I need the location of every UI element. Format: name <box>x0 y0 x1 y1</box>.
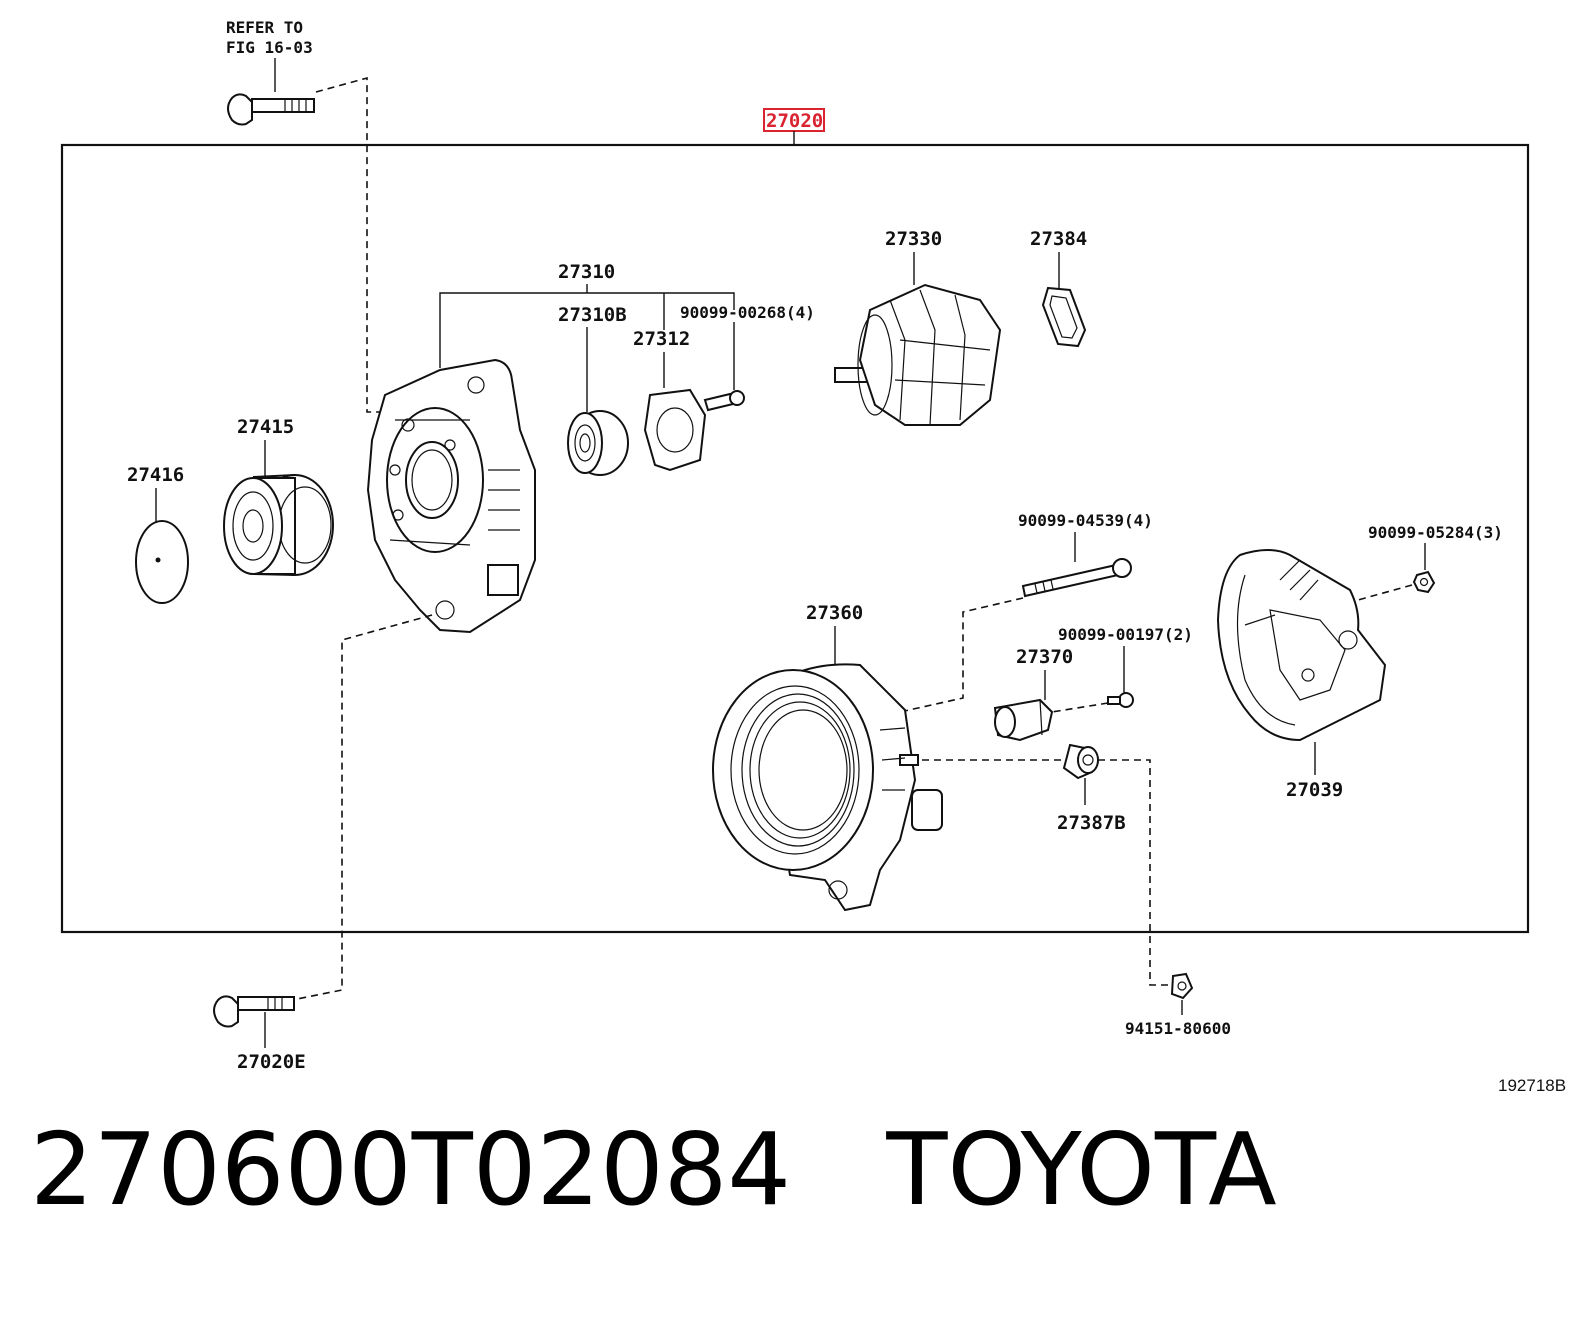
footer-title: 270600T02084 TOYOTA <box>30 1120 1277 1220</box>
assembly-label-27020[interactable]: 27020 <box>766 110 823 132</box>
rear-cover-27039 <box>1216 549 1387 742</box>
callout-27310[interactable]: 27310 <box>558 261 615 283</box>
bearing-27310b <box>567 410 629 476</box>
plate-27384 <box>1041 286 1087 348</box>
refer-note-line1: REFER TO <box>226 18 303 37</box>
callout-27039[interactable]: 27039 <box>1286 779 1343 801</box>
insulator-27387b <box>1062 743 1099 780</box>
nut-90099-05284 <box>1412 570 1436 594</box>
callout-90099-04539[interactable]: 90099-04539(4) <box>1018 511 1153 530</box>
callout-27370[interactable]: 27370 <box>1016 646 1073 668</box>
cap-27416 <box>135 520 189 604</box>
bolt-27020e <box>213 995 295 1028</box>
pulley-27415 <box>223 474 334 576</box>
callout-90099-05284[interactable]: 90099-05284(3) <box>1368 523 1503 542</box>
callout-27416[interactable]: 27416 <box>127 464 184 486</box>
callout-27310b[interactable]: 27310B <box>558 304 627 326</box>
callout-27384[interactable]: 27384 <box>1030 228 1087 250</box>
callout-90099-00268[interactable]: 90099-00268(4) <box>680 303 815 322</box>
callout-27330[interactable]: 27330 <box>885 228 942 250</box>
nut-94151-80600 <box>1170 972 1194 1000</box>
footer-brand: TOYOTA <box>886 1111 1277 1228</box>
callout-27415[interactable]: 27415 <box>237 416 294 438</box>
retainer-plate-27312 <box>643 388 707 472</box>
through-bolt-90099-04539 <box>1021 558 1132 598</box>
assembly-frame <box>60 143 1530 934</box>
screw-90099-00268 <box>703 390 745 412</box>
callout-27387b[interactable]: 27387B <box>1057 812 1126 834</box>
callout-27312[interactable]: 27312 <box>633 328 690 350</box>
rotor-27330 <box>834 283 1002 426</box>
callout-90099-00197[interactable]: 90099-00197(2) <box>1058 625 1193 644</box>
callout-94151-80600[interactable]: 94151-80600 <box>1125 1019 1231 1038</box>
figure-code: 192718B <box>1498 1076 1567 1095</box>
drive-end-frame <box>366 358 536 634</box>
callout-27360[interactable]: 27360 <box>806 602 863 624</box>
rear-frame-27360 <box>712 663 943 912</box>
screw-90099-00197 <box>1107 692 1134 708</box>
callout-27020e[interactable]: 27020E <box>237 1051 306 1073</box>
top-mounting-bolt <box>227 93 315 126</box>
terminal-27370 <box>993 698 1054 742</box>
footer-part-number: 270600T02084 <box>30 1111 791 1228</box>
refer-note-line2: FIG 16-03 <box>226 38 313 57</box>
